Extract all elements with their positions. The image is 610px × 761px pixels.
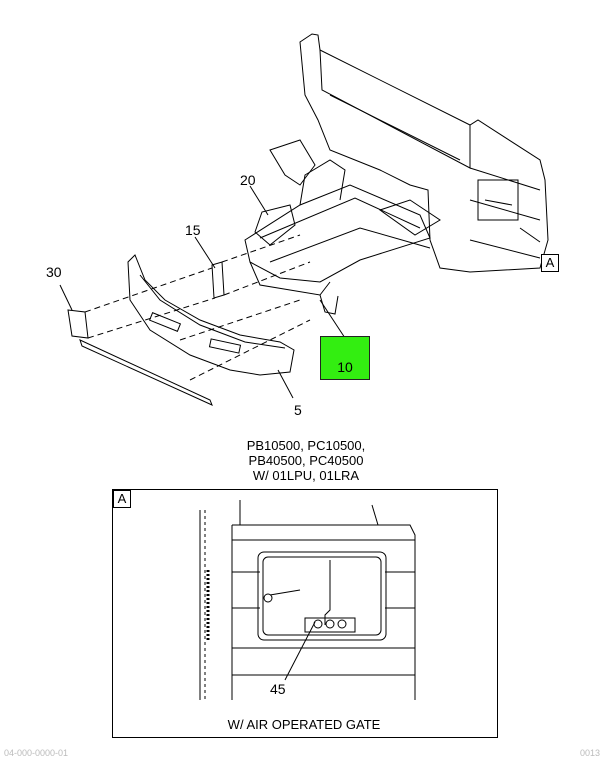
callout-15: 15 [185,222,201,238]
callout-10-label: 10 [337,359,353,375]
applicability-line-2: PB40500, PC40500 [248,453,364,468]
detail-view-a [112,489,498,738]
footer-left: 04-000-0000-01 [4,748,69,758]
callout-45: 45 [270,681,286,697]
detail-caption: W/ AIR OPERATED GATE [227,717,381,732]
detail-view-a-label: A [113,490,131,508]
highlighted-callout-10[interactable]: 10 [320,336,370,380]
callout-30: 30 [46,264,62,280]
footer-right: 0013 [580,748,601,758]
view-a-reference: A [541,254,559,272]
applicability-line-3: W/ 01LPU, 01LRA [252,468,360,483]
applicability-line-1: PB10500, PC10500, [246,438,366,453]
callout-20: 20 [240,172,256,188]
callout-5: 5 [294,402,302,418]
